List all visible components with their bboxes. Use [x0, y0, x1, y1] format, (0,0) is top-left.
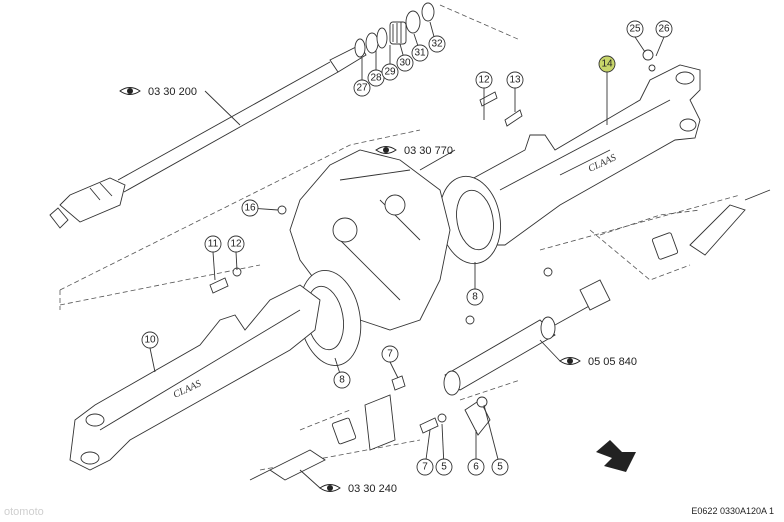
svg-text:5: 5 [497, 462, 503, 473]
callout-8-left[interactable]: 8 [333, 371, 351, 389]
left-axle-housing: CLAAS [69, 284, 321, 471]
svg-text:12: 12 [230, 239, 242, 250]
svg-text:11: 11 [208, 239, 219, 250]
callout-5-left[interactable]: 5 [435, 458, 453, 476]
svg-text:5: 5 [441, 462, 447, 473]
reference-05-05-840[interactable]: 05 05 840 [559, 356, 637, 368]
callout-25[interactable]: 25 [626, 20, 644, 38]
svg-text:28: 28 [370, 73, 382, 84]
direction-arrow [596, 440, 636, 472]
bearing-stack [354, 2, 435, 58]
svg-text:32: 32 [431, 39, 443, 50]
right-axle-housing: CLAAS [469, 64, 701, 246]
svg-text:7: 7 [387, 349, 393, 360]
document-code: E0622 0330A120A 1 [691, 506, 774, 516]
reference-labels: 03 30 200 03 30 770 05 05 840 03 30 240 [119, 86, 637, 495]
eye-icon [319, 484, 341, 492]
svg-text:8: 8 [472, 292, 478, 303]
svg-text:29: 29 [384, 67, 396, 78]
callout-26[interactable]: 26 [655, 20, 673, 38]
reference-03-30-770[interactable]: 03 30 770 [375, 145, 453, 157]
lower-joint-shaft [249, 394, 396, 481]
eye-icon [559, 357, 581, 365]
callout-11[interactable]: 11 [204, 235, 222, 253]
callout-7-upper[interactable]: 7 [381, 345, 399, 363]
watermark: otomoto [4, 506, 44, 518]
callout-28[interactable]: 28 [367, 69, 385, 87]
svg-text:31: 31 [414, 48, 426, 59]
svg-text:14: 14 [601, 59, 613, 70]
svg-text:27: 27 [356, 83, 368, 94]
callout-14[interactable]: 14 [598, 55, 616, 73]
leader-lines [149, 21, 665, 489]
callout-5-right[interactable]: 5 [491, 458, 509, 476]
svg-text:30: 30 [399, 58, 411, 69]
callout-13[interactable]: 13 [506, 71, 524, 89]
callout-31[interactable]: 31 [411, 44, 429, 62]
callout-12-top[interactable]: 12 [475, 71, 493, 89]
callout-16[interactable]: 16 [241, 199, 259, 217]
reference-label: 03 30 770 [404, 145, 453, 157]
right-joint-shaft [651, 189, 771, 260]
eye-icon [119, 87, 141, 95]
svg-text:7: 7 [422, 462, 428, 473]
callout-8-right[interactable]: 8 [466, 288, 484, 306]
eye-icon [375, 146, 397, 154]
svg-text:8: 8 [339, 375, 345, 386]
svg-text:6: 6 [473, 462, 479, 473]
svg-text:16: 16 [244, 203, 256, 214]
reference-03-30-200[interactable]: 03 30 200 [119, 86, 197, 98]
callout-10[interactable]: 10 [141, 331, 159, 349]
right-hub-flange [439, 175, 501, 265]
callout-32[interactable]: 32 [428, 35, 446, 53]
reference-label: 03 30 200 [148, 86, 197, 98]
reference-03-30-240[interactable]: 03 30 240 [319, 483, 397, 495]
svg-text:26: 26 [658, 24, 670, 35]
reference-label: 03 30 240 [348, 483, 397, 495]
svg-text:10: 10 [144, 335, 156, 346]
callout-12-left[interactable]: 12 [227, 235, 245, 253]
callout-6[interactable]: 6 [467, 458, 485, 476]
svg-text:13: 13 [509, 75, 521, 86]
svg-text:12: 12 [478, 75, 490, 86]
callout-29[interactable]: 29 [381, 63, 399, 81]
callout-27[interactable]: 27 [353, 79, 371, 97]
callout-30[interactable]: 30 [396, 54, 414, 72]
reference-label: 05 05 840 [588, 356, 637, 368]
steering-cylinder [443, 267, 611, 396]
callout-7-lower[interactable]: 7 [416, 458, 434, 476]
callouts: 27 28 29 30 31 32 25 26 14 12 13 16 11 1… [141, 20, 673, 476]
svg-text:25: 25 [629, 24, 641, 35]
